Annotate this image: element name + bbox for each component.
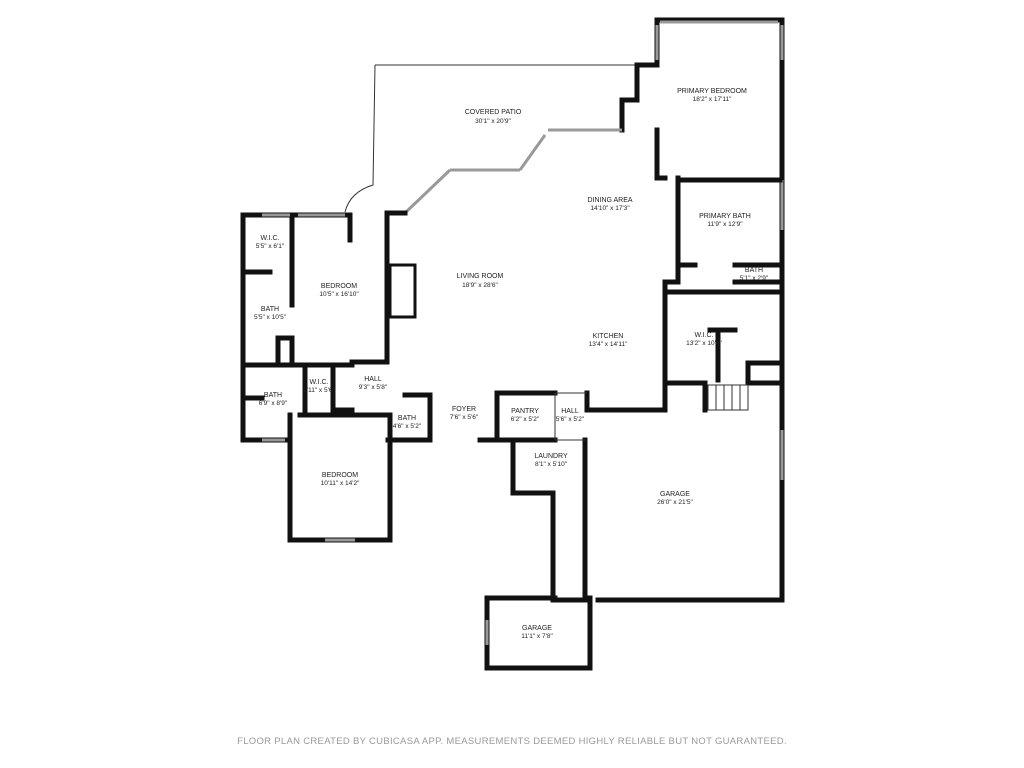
svg-text:18'2" x 17'11": 18'2" x 17'11"	[693, 96, 732, 103]
svg-text:HALL: HALL	[561, 408, 579, 415]
svg-text:5'1" x 2'9": 5'1" x 2'9"	[740, 275, 769, 282]
fireplace	[388, 263, 417, 319]
svg-text:W.I.C.: W.I.C.	[309, 379, 328, 386]
svg-text:14'10" x 17'3": 14'10" x 17'3"	[590, 205, 630, 212]
svg-text:PANTRY: PANTRY	[511, 408, 539, 415]
svg-text:BATH: BATH	[261, 306, 279, 313]
svg-text:2'11" x 5'6": 2'11" x 5'6"	[303, 387, 335, 394]
svg-text:11'9" x 12'9": 11'9" x 12'9"	[707, 221, 743, 228]
room-wic-primary: W.I.C.13'2" x 10'4"	[686, 332, 722, 347]
svg-text:LAUNDRY: LAUNDRY	[534, 453, 568, 460]
svg-text:FOYER: FOYER	[452, 406, 476, 413]
room-covered-patio: COVERED PATIO 30'1" x 20'9"	[465, 109, 522, 125]
svg-text:18'9" x 28'6": 18'9" x 28'6"	[462, 282, 498, 289]
svg-text:13'2" x 10'4": 13'2" x 10'4"	[686, 340, 722, 347]
svg-text:GARAGE: GARAGE	[660, 491, 690, 498]
svg-text:10'5" x 16'10": 10'5" x 16'10"	[319, 291, 359, 298]
svg-text:BEDROOM: BEDROOM	[322, 472, 358, 479]
svg-text:6'9" x 8'9": 6'9" x 8'9"	[259, 400, 288, 407]
svg-text:HALL: HALL	[364, 376, 382, 383]
svg-text:9'3" x 5'8": 9'3" x 5'8"	[359, 384, 388, 391]
room-wic-2: W.I.C.2'11" x 5'6"	[303, 379, 335, 394]
room-labels: COVERED PATIO 30'1" x 20'9" PRIMARY BEDRO…	[254, 88, 769, 640]
svg-text:13'4" x 14'11": 13'4" x 14'11"	[589, 341, 628, 348]
svg-text:30'1" x 20'9": 30'1" x 20'9"	[475, 118, 511, 125]
svg-text:10'11" x 14'2": 10'11" x 14'2"	[321, 480, 360, 487]
svg-text:DINING AREA: DINING AREA	[587, 197, 632, 204]
svg-text:11'1" x 7'8": 11'1" x 7'8"	[521, 633, 553, 640]
room-wic-1: W.I.C.5'5" x 6'1"	[256, 235, 285, 250]
svg-text:W.I.C.: W.I.C.	[694, 332, 713, 339]
svg-text:GARAGE: GARAGE	[522, 625, 552, 632]
svg-text:5'5" x 10'5": 5'5" x 10'5"	[254, 314, 287, 321]
svg-text:W.I.C.: W.I.C.	[260, 235, 279, 242]
disclaimer-footer: FLOOR PLAN CREATED BY CUBICASA APP. MEAS…	[237, 736, 787, 747]
svg-text:8'1" x 5'10": 8'1" x 5'10"	[535, 461, 568, 468]
walls	[240, 17, 785, 671]
svg-text:26'0" x 21'5": 26'0" x 21'5"	[657, 499, 693, 506]
svg-text:PRIMARY BEDROOM: PRIMARY BEDROOM	[677, 88, 747, 95]
svg-text:6'2" x 5'2": 6'2" x 5'2"	[511, 416, 540, 423]
svg-text:BATH: BATH	[745, 267, 763, 274]
svg-text:KITCHEN: KITCHEN	[593, 333, 624, 340]
svg-text:LIVING ROOM: LIVING ROOM	[457, 273, 504, 280]
svg-text:BATH: BATH	[398, 415, 416, 422]
svg-text:PRIMARY BATH: PRIMARY BATH	[699, 213, 751, 220]
room-living-room: LIVING ROOM 18'9" x 28'6"	[457, 273, 504, 289]
svg-text:7'6" x 5'6": 7'6" x 5'6"	[450, 414, 479, 421]
svg-text:COVERED PATIO: COVERED PATIO	[465, 109, 522, 116]
svg-text:4'6" x 5'2": 4'6" x 5'2"	[393, 423, 422, 430]
svg-text:BATH: BATH	[264, 392, 282, 399]
svg-text:5'6" x 5'2": 5'6" x 5'2"	[556, 416, 585, 423]
svg-text:BEDROOM: BEDROOM	[321, 283, 357, 290]
svg-text:5'5" x 6'1": 5'5" x 6'1"	[256, 243, 285, 250]
